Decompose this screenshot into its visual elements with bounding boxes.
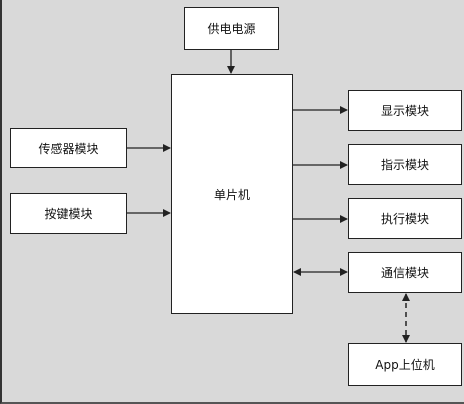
power-supply-label: 供电电源 — [207, 22, 256, 36]
power-supply-block: 供电电源 — [184, 7, 279, 50]
sensor-module-block: 传感器模块 — [10, 128, 127, 168]
display-module-label: 显示模块 — [380, 104, 429, 118]
actuator-module-block: 执行模块 — [348, 198, 462, 239]
comm-module-label: 通信模块 — [380, 266, 429, 280]
key-module-label: 按键模块 — [44, 207, 93, 221]
comm-module-block: 通信模块 — [348, 252, 462, 293]
app-host-block: App上位机 — [348, 343, 462, 386]
mcu-label: 单片机 — [213, 187, 250, 202]
actuator-module-label: 执行模块 — [380, 212, 429, 226]
key-module-block: 按键模块 — [10, 193, 127, 234]
sensor-module-label: 传感器模块 — [38, 141, 99, 156]
mcu-block: 单片机 — [171, 74, 293, 314]
display-module-block: 显示模块 — [348, 90, 462, 131]
indicator-module-label: 指示模块 — [380, 158, 429, 172]
indicator-module-block: 指示模块 — [348, 144, 462, 185]
app-host-label: App上位机 — [375, 358, 435, 372]
